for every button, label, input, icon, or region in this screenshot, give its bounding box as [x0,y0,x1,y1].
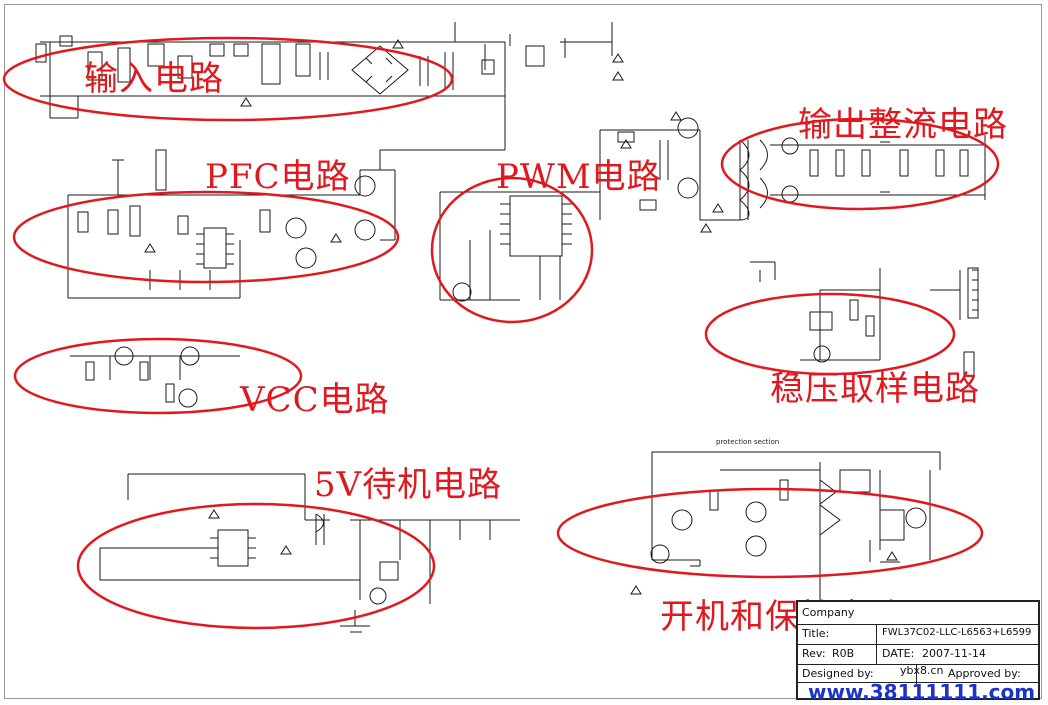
tb-title-row: Title: FWL37C02-LLC-L6563+L6599 [798,624,1038,644]
output-rectifier [739,135,986,221]
ellipse-standby [76,502,436,630]
ellipse-protection [556,487,984,579]
ellipse-regulation [704,292,956,376]
ellipse-input [2,36,454,122]
tb-rev-value: R0B [832,647,855,660]
pfc-circuit [67,149,396,299]
tb-approved-label: Approved by: [948,667,1021,680]
ellipse-pfc [12,190,400,284]
warning-marks [144,39,898,595]
annotation-ellipses [2,36,1000,630]
label-regulation-sampling: 稳压取样电路 [770,369,980,409]
label-vcc-circuit: VCC电路 [240,380,390,420]
tb-company: Company [802,606,855,619]
label-input-circuit: 输入电路 [84,59,224,99]
tb-rev-label: Rev: [802,647,826,660]
pwm-circuit [439,117,740,302]
tb-design-row: Designed by: Approved by: [798,664,1038,684]
tb-date-value: 2007-11-14 [922,647,986,660]
standby-5v-circuit [99,473,520,633]
label-pwm-circuit: PWM电路 [496,157,662,197]
tb-bottom-row [798,682,1038,702]
tb-rev-row: Rev: R0B DATE: 2007-11-14 [798,644,1038,664]
title-block: Company Title: FWL37C02-LLC-L6563+L6599 … [796,600,1040,700]
watermark-site-big: www.38111111.com [808,680,1036,704]
tb-title-label: Title: [802,627,830,640]
page-frame [4,4,1042,699]
label-pfc-circuit: PFC电路 [205,157,351,197]
tb-date-label: DATE: [882,647,915,660]
protection-section-caption: protection section [716,438,780,446]
tb-designed-label: Designed by: [802,667,874,680]
input-circuit [35,22,613,170]
label-output-rectifier: 输出整流电路 [798,105,1008,145]
label-standby-circuit: 5V待机电路 [314,465,503,505]
regulation-sampling [750,261,979,377]
watermark-site-small: ybx8.cn [900,664,944,677]
ellipse-output [720,117,1000,211]
ellipse-pwm [430,176,594,324]
tb-title-value: FWL37C02-LLC-L6563+L6599 [882,627,1032,638]
ellipse-vcc [13,337,303,415]
vcc-circuit [70,346,240,408]
